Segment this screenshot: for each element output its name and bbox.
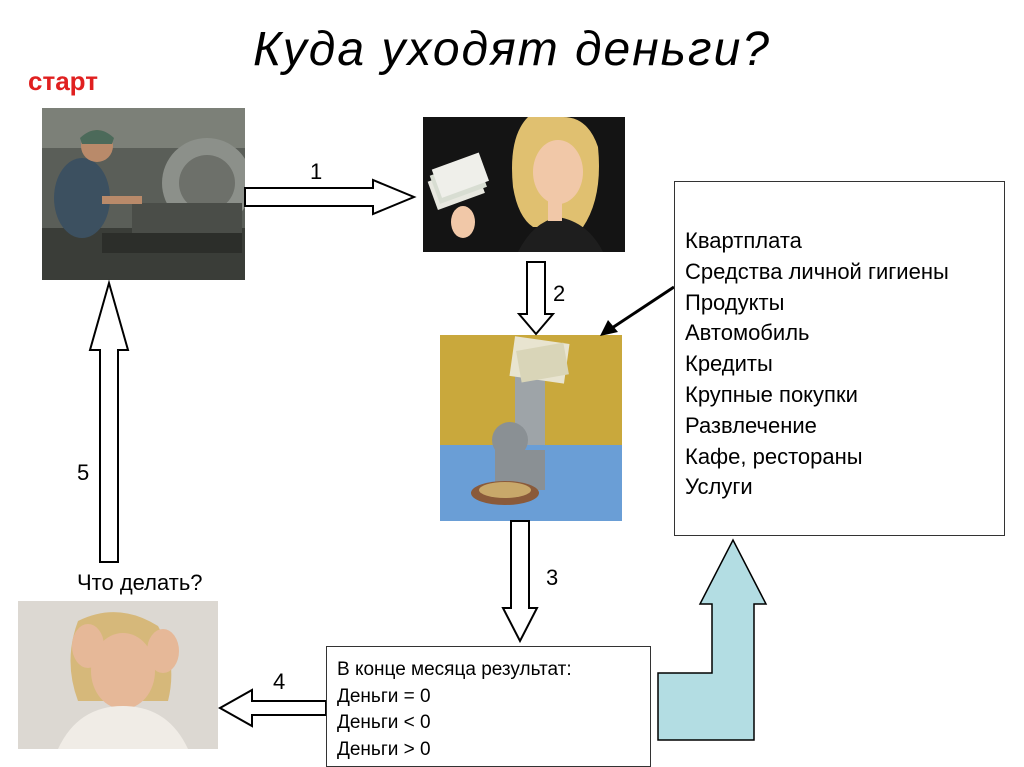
page-title: Куда уходят деньги? xyxy=(253,23,771,76)
question-label: Что делать? xyxy=(77,570,203,595)
expense-item: Услуги xyxy=(685,474,753,500)
result-line: В конце месяца результат: xyxy=(337,659,572,680)
result-line: Деньги > 0 xyxy=(337,738,431,760)
result-line: Деньги = 0 xyxy=(337,685,431,707)
stressed-woman-photo xyxy=(18,601,218,749)
factory-worker-photo xyxy=(42,108,245,280)
step-number-2: 2 xyxy=(553,281,566,306)
feedback-arrow xyxy=(657,538,768,741)
expenses-pointer-line xyxy=(611,285,675,330)
month-result-box: В конце месяца результат: Деньги = 0 Ден… xyxy=(326,646,651,767)
expense-item: Развлечение xyxy=(685,412,817,438)
expense-item: Продукты xyxy=(685,289,785,315)
arrow-5 xyxy=(88,279,130,563)
expense-item: Кредиты xyxy=(685,351,773,377)
woman-with-money-photo xyxy=(423,117,625,252)
result-line: Деньги < 0 xyxy=(337,712,431,733)
arrow-3 xyxy=(501,520,539,644)
expense-item: Квартплата xyxy=(685,228,802,253)
step-number-3: 3 xyxy=(546,565,559,590)
expense-item: Кафе, рестораны xyxy=(685,443,863,469)
arrow-2 xyxy=(516,261,556,336)
expenses-pointer-head xyxy=(600,320,618,336)
arrow-1 xyxy=(244,178,417,216)
step-number-4: 4 xyxy=(273,669,286,694)
step-number-5: 5 xyxy=(77,460,90,485)
expense-item: Крупные покупки xyxy=(685,381,858,407)
expense-item: Автомобиль xyxy=(685,320,810,346)
expenses-list-box: Квартплата Средства личной гигиены Проду… xyxy=(674,181,1005,536)
money-grinder-photo xyxy=(440,335,622,521)
start-label: старт xyxy=(28,66,98,96)
step-number-1: 1 xyxy=(310,159,323,184)
arrow-4 xyxy=(217,688,327,728)
expense-item: Средства личной гигиены xyxy=(685,258,949,284)
